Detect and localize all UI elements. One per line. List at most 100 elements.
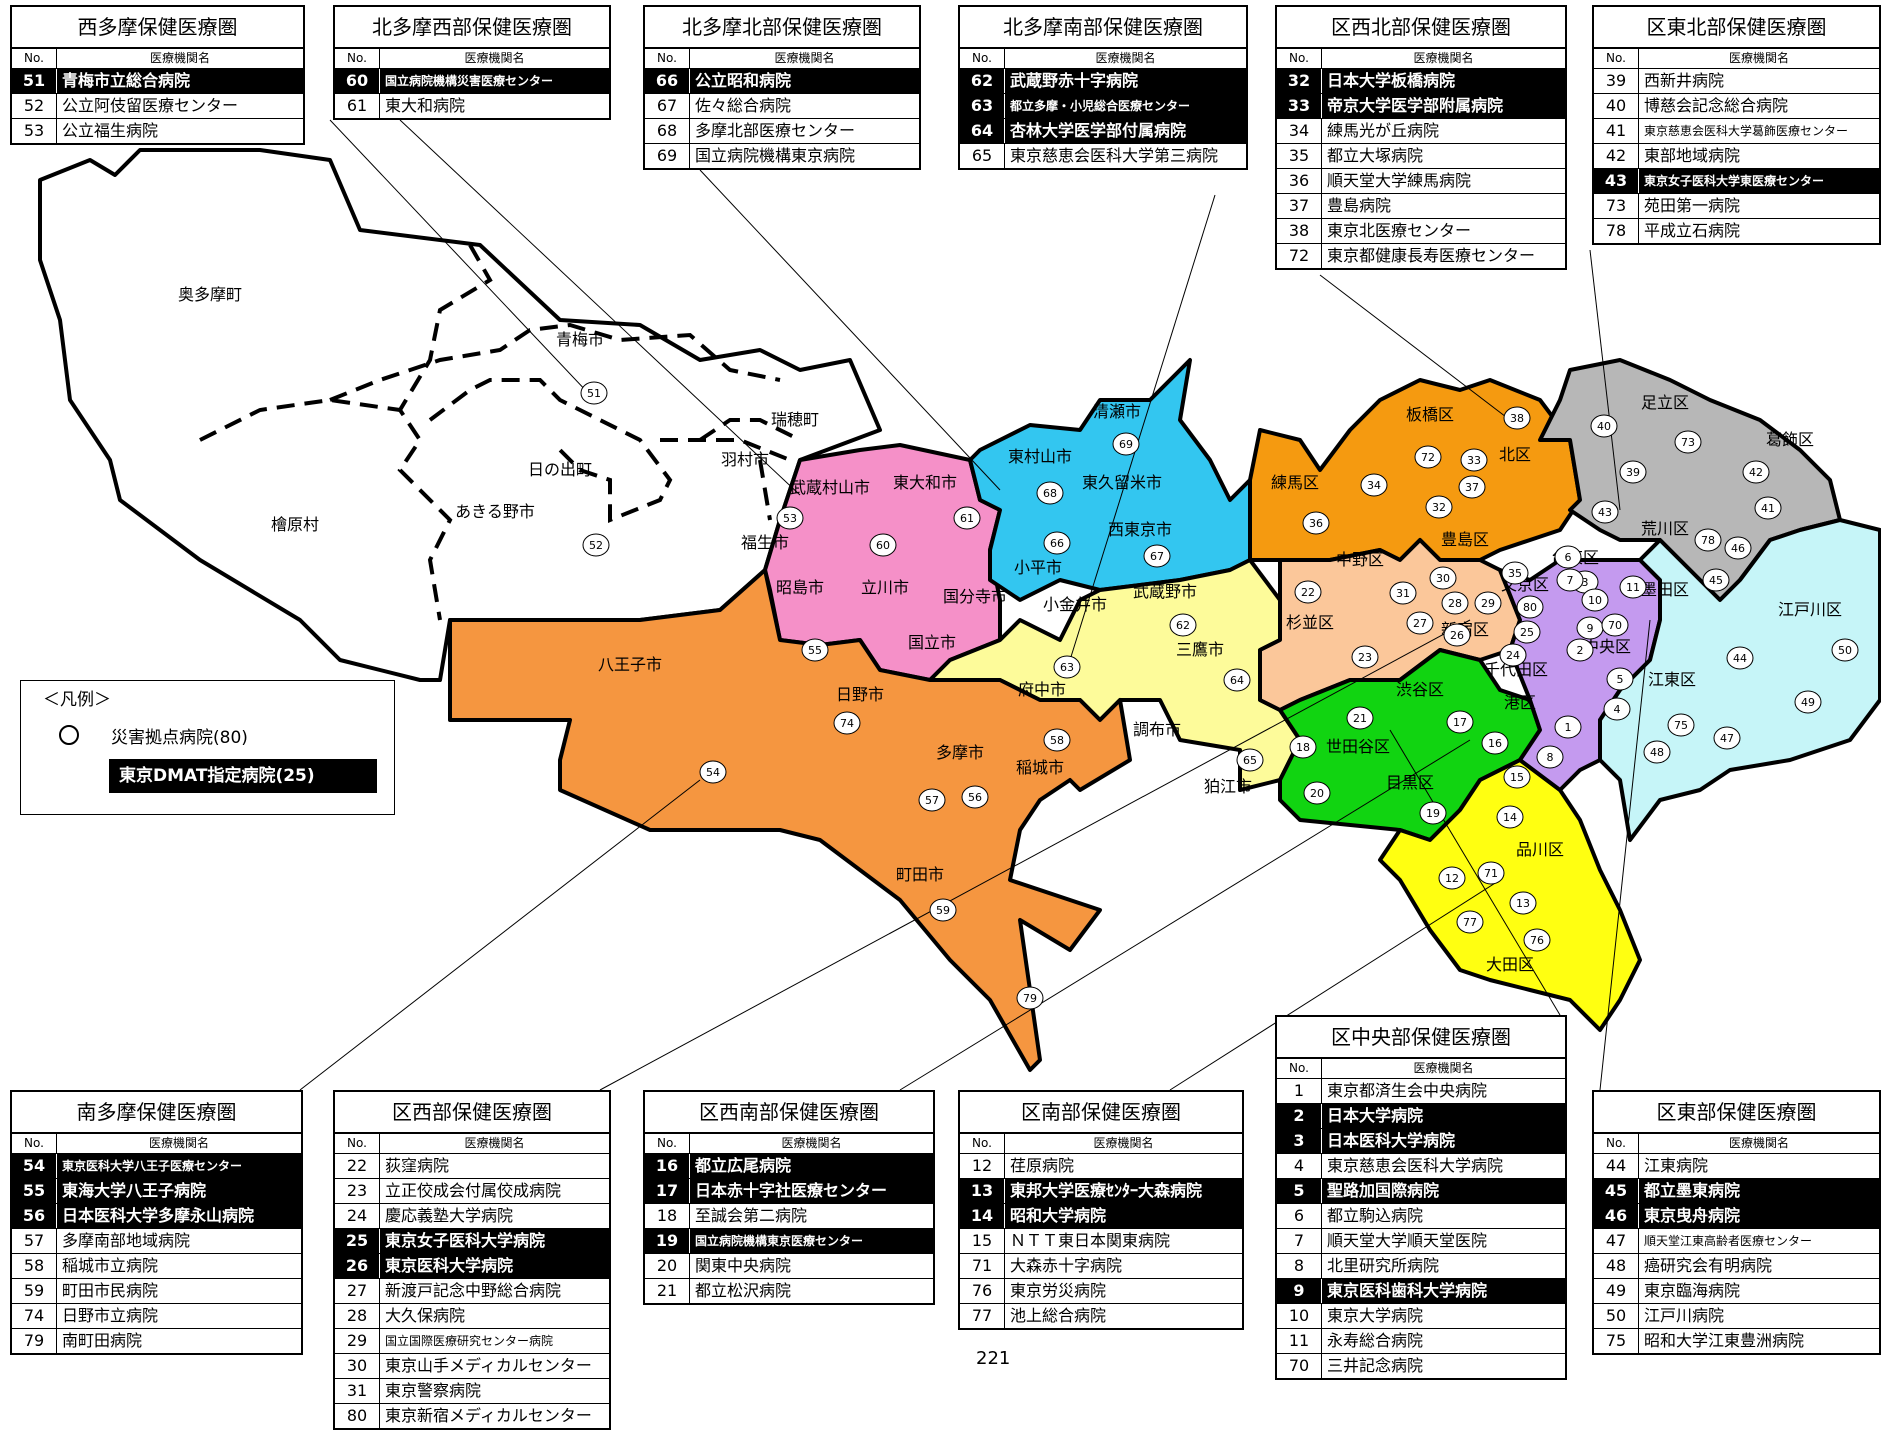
hospital-marker[interactable]: 76 <box>1523 928 1551 952</box>
hospital-marker[interactable]: 33 <box>1460 448 1488 472</box>
hospital-marker[interactable]: 80 <box>1516 595 1544 619</box>
hospital-marker[interactable]: 36 <box>1302 511 1330 535</box>
hospital-marker[interactable]: 34 <box>1360 473 1388 497</box>
row-number: 39 <box>1594 69 1639 93</box>
row-number: 47 <box>1594 1229 1639 1253</box>
hospital-marker[interactable]: 52 <box>582 533 610 557</box>
hospital-marker[interactable]: 49 <box>1794 690 1822 714</box>
hospital-marker[interactable]: 62 <box>1169 613 1197 637</box>
hospital-marker[interactable]: 48 <box>1643 740 1671 764</box>
hospital-marker[interactable]: 66 <box>1043 531 1071 555</box>
row-number: 21 <box>645 1279 690 1303</box>
hospital-marker[interactable]: 68 <box>1036 481 1064 505</box>
hospital-marker[interactable]: 65 <box>1236 748 1264 772</box>
hospital-marker[interactable]: 14 <box>1496 805 1524 829</box>
hospital-marker[interactable]: 31 <box>1389 581 1417 605</box>
hospital-marker[interactable]: 44 <box>1726 646 1754 670</box>
hospital-marker[interactable]: 27 <box>1406 611 1434 635</box>
hospital-marker[interactable]: 7 <box>1556 568 1584 592</box>
hospital-marker[interactable]: 47 <box>1713 726 1741 750</box>
row-hospital-name: 昭和大学江東豊洲病院 <box>1644 1331 1805 1350</box>
hospital-marker[interactable]: 25 <box>1513 620 1541 644</box>
hospital-marker[interactable]: 74 <box>833 711 861 735</box>
hospital-marker[interactable]: 58 <box>1043 728 1071 752</box>
hospital-marker[interactable]: 69 <box>1112 432 1140 456</box>
hospital-marker[interactable]: 29 <box>1474 591 1502 615</box>
hospital-marker[interactable]: 4 <box>1603 697 1631 721</box>
row-number: 27 <box>335 1279 380 1303</box>
hospital-marker[interactable]: 43 <box>1591 500 1619 524</box>
hospital-marker[interactable]: 75 <box>1667 713 1695 737</box>
row-hospital-name: 東京慈恵会医科大学病院 <box>1327 1156 1504 1175</box>
hospital-marker[interactable]: 10 <box>1581 588 1609 612</box>
hospital-marker[interactable]: 78 <box>1694 528 1722 552</box>
hospital-marker[interactable]: 51 <box>580 381 608 405</box>
marker-number: 45 <box>1709 574 1723 587</box>
hospital-marker[interactable]: 21 <box>1346 706 1374 730</box>
hospital-marker[interactable]: 57 <box>918 788 946 812</box>
hospital-marker[interactable]: 45 <box>1702 568 1730 592</box>
marker-circle <box>1590 414 1618 438</box>
hospital-marker[interactable]: 71 <box>1477 861 1505 885</box>
hospital-marker[interactable]: 17 <box>1446 710 1474 734</box>
hospital-marker[interactable]: 23 <box>1351 645 1379 669</box>
hospital-marker[interactable]: 41 <box>1754 496 1782 520</box>
hospital-marker[interactable]: 35 <box>1501 561 1529 585</box>
hospital-marker[interactable]: 11 <box>1619 575 1647 599</box>
hospital-marker[interactable]: 63 <box>1053 655 1081 679</box>
hospital-marker[interactable]: 61 <box>953 506 981 530</box>
hospital-marker[interactable]: 59 <box>929 898 957 922</box>
hospital-marker[interactable]: 2 <box>1566 638 1594 662</box>
hospital-marker[interactable]: 26 <box>1443 623 1471 647</box>
marker-circle <box>1603 697 1631 721</box>
hospital-marker[interactable]: 20 <box>1303 781 1331 805</box>
hospital-marker[interactable]: 73 <box>1674 430 1702 454</box>
row-number: 7 <box>1277 1229 1322 1253</box>
hospital-marker[interactable]: 39 <box>1619 460 1647 484</box>
hospital-marker[interactable]: 70 <box>1601 613 1629 637</box>
hospital-marker[interactable]: 50 <box>1831 638 1859 662</box>
row-hospital-name: 東京女子医科大学東医療センター <box>1644 174 1825 188</box>
hospital-marker[interactable]: 38 <box>1503 406 1531 430</box>
hospital-marker[interactable]: 18 <box>1289 735 1317 759</box>
hospital-marker[interactable]: 64 <box>1223 668 1251 692</box>
hospital-marker[interactable]: 24 <box>1499 643 1527 667</box>
hospital-marker[interactable]: 79 <box>1016 986 1044 1010</box>
hospital-marker[interactable]: 22 <box>1294 580 1322 604</box>
row-number: 42 <box>1594 144 1639 168</box>
hospital-marker[interactable]: 37 <box>1458 475 1486 499</box>
hospital-marker[interactable]: 6 <box>1554 545 1582 569</box>
hospital-marker[interactable]: 60 <box>869 533 897 557</box>
hospital-marker[interactable]: 46 <box>1724 536 1752 560</box>
hospital-marker[interactable]: 12 <box>1438 866 1466 890</box>
hospital-marker[interactable]: 40 <box>1590 414 1618 438</box>
hospital-marker[interactable]: 9 <box>1576 616 1604 640</box>
hospital-marker[interactable]: 53 <box>776 506 804 530</box>
hospital-marker[interactable]: 28 <box>1441 591 1469 615</box>
marker-circle <box>1724 536 1752 560</box>
hospital-marker[interactable]: 16 <box>1481 731 1509 755</box>
row-number: 36 <box>1277 169 1322 193</box>
hospital-marker[interactable]: 56 <box>961 785 989 809</box>
hospital-marker[interactable]: 15 <box>1503 765 1531 789</box>
row-hospital-name: 関東中央病院 <box>695 1256 792 1275</box>
marker-circle <box>1601 613 1629 637</box>
hospital-marker[interactable]: 72 <box>1414 445 1442 469</box>
hospital-marker[interactable]: 77 <box>1456 910 1484 934</box>
hospital-marker[interactable]: 19 <box>1419 801 1447 825</box>
row-hospital-name: 立正佼成会付属佼成病院 <box>385 1181 562 1200</box>
hospital-marker[interactable]: 5 <box>1606 667 1634 691</box>
hospital-marker[interactable]: 13 <box>1509 891 1537 915</box>
hospital-marker[interactable]: 32 <box>1425 495 1453 519</box>
row-number: 67 <box>645 94 690 118</box>
hospital-marker[interactable]: 42 <box>1742 460 1770 484</box>
hospital-marker[interactable]: 8 <box>1536 745 1564 769</box>
hospital-marker[interactable]: 54 <box>699 760 727 784</box>
hospital-marker[interactable]: 55 <box>801 638 829 662</box>
hospital-marker[interactable]: 67 <box>1143 544 1171 568</box>
hospital-marker[interactable]: 30 <box>1429 566 1457 590</box>
hospital-marker[interactable]: 1 <box>1554 715 1582 739</box>
